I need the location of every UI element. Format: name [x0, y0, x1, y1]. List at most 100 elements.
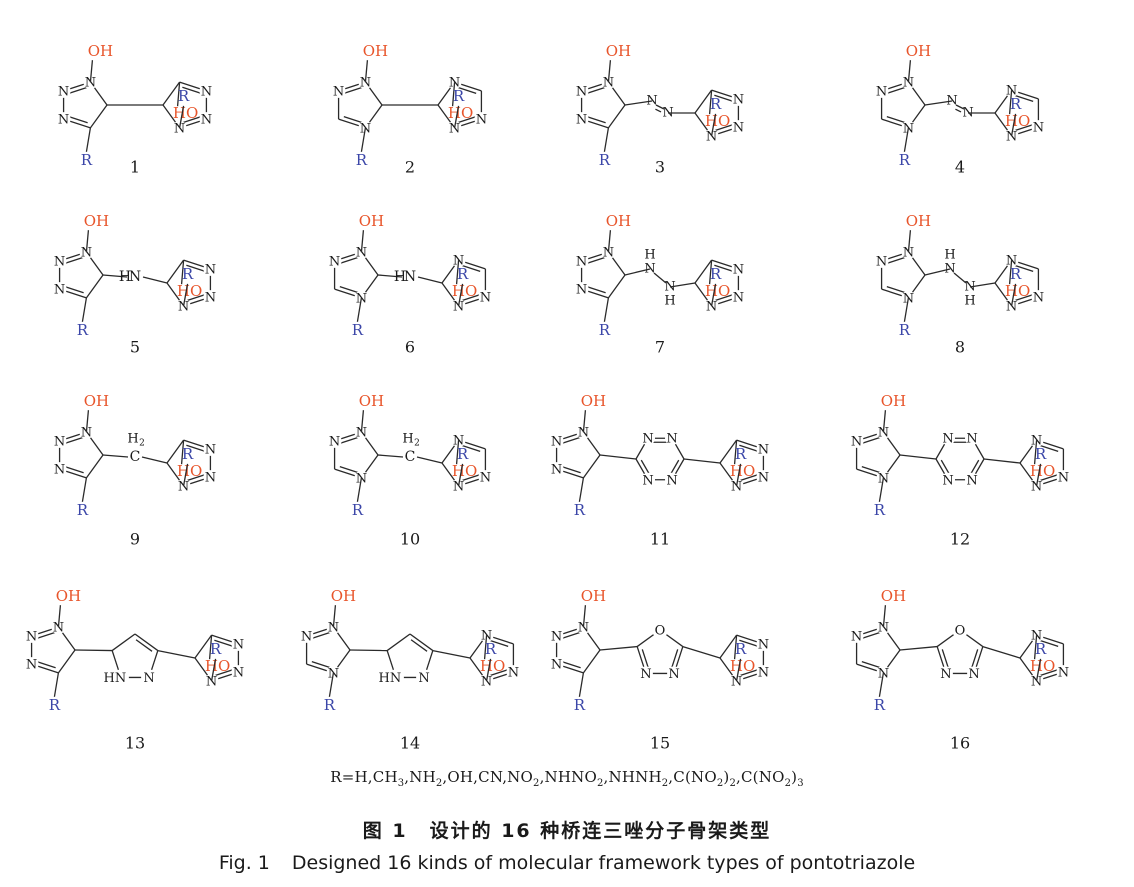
triazole-ring-bond — [162, 81, 181, 106]
hydrazo-nitrogen-label: N — [944, 262, 955, 277]
substituent-r-label: R — [352, 501, 364, 519]
atom-mask — [901, 120, 916, 135]
atom-mask — [327, 253, 342, 268]
double-bond-line — [489, 668, 509, 677]
oxadiazole-oxygen-label: O — [955, 624, 966, 639]
oh-bond — [607, 230, 612, 253]
atom-mask — [24, 657, 39, 672]
hydroxyl-label: HO — [1005, 112, 1030, 130]
structure-number-label: 3 — [655, 158, 665, 177]
caption-zh-text: 设计的 16 种桥连三唑分子骨架类型 — [429, 820, 772, 842]
double-bond-line — [64, 285, 84, 294]
atom-mask — [299, 628, 314, 643]
atom-mask — [731, 290, 746, 305]
structure-number-label: 9 — [130, 530, 140, 549]
substituent-r-label: R — [324, 696, 336, 714]
nitrogen-atom-label: N — [329, 434, 340, 449]
double-bond-line — [739, 444, 759, 453]
r-bond — [735, 463, 742, 486]
triazole-ring-bond — [89, 104, 108, 129]
oxadiazole-nitrogen-label: N — [668, 667, 679, 682]
nitrogen-atom-label: N — [578, 426, 589, 441]
tetrazine-nitrogen-label: N — [966, 473, 977, 488]
nitrogen-atom-label: N — [1033, 291, 1044, 306]
substituent-r-label: R — [210, 640, 222, 658]
double-bond-line — [941, 649, 950, 669]
triazole-ring-bond — [719, 634, 738, 659]
double-bond-line — [561, 631, 581, 640]
hydroxyl-label: HO — [480, 657, 505, 675]
oh-bond — [364, 60, 369, 83]
nitrogen-atom-label: N — [706, 299, 717, 314]
substituent-r-label: R — [352, 321, 364, 339]
structure-16: NNNOHRNNNHORONN16 — [849, 587, 1071, 753]
pyrazole-bond — [409, 633, 434, 652]
double-bond-line — [186, 473, 206, 482]
nitrogen-atom-label: N — [576, 84, 587, 99]
double-bond-line — [1014, 264, 1034, 273]
atom-mask — [231, 636, 246, 651]
nitrogen-atom-label: N — [360, 76, 371, 91]
double-bond-line — [64, 465, 84, 474]
oh-bond — [360, 230, 365, 253]
atom-mask — [941, 472, 955, 487]
substituent-r-label: R — [485, 640, 497, 658]
bridge-bond — [899, 454, 937, 460]
nitrogen-atom-label: N — [201, 113, 212, 128]
oh-bond — [57, 605, 62, 628]
oh-bond — [733, 635, 738, 660]
double-bond-line — [714, 293, 734, 302]
bridge-bond — [157, 649, 196, 659]
bridge-bond — [102, 454, 129, 458]
oh-bond — [332, 605, 337, 628]
triazole-ring-bond — [694, 259, 713, 284]
double-bond-line — [669, 459, 680, 475]
caption-en-text: Designed 16 kinds of molecular framework… — [291, 852, 916, 874]
hydrazo-nitrogen-label: N — [644, 262, 655, 277]
caption-zh-label: 图 1 — [362, 820, 408, 842]
atom-mask — [231, 665, 246, 680]
atom-mask — [1056, 470, 1071, 485]
nitrogen-atom-label: N — [54, 463, 65, 478]
atom-mask — [938, 666, 953, 681]
triazole-ring-bond — [166, 259, 185, 284]
substituent-r-label: R — [574, 696, 586, 714]
r-bond — [878, 477, 885, 502]
nitrogen-atom-label: N — [876, 254, 887, 269]
atom-mask — [52, 282, 67, 297]
substituent-definition: R=H,CH3,NH2,OH,CN,NO2,NHNO2,NHNH2,C(NO2)… — [0, 768, 1134, 789]
double-bond-line — [461, 264, 481, 273]
substituent-r-label: R — [178, 87, 190, 105]
double-bond-line — [739, 473, 759, 482]
substituent-r-label: R — [735, 640, 747, 658]
nitrogen-atom-label: N — [1031, 674, 1042, 689]
double-bond-line — [561, 660, 581, 669]
double-bond-line — [714, 94, 734, 103]
double-bond-line — [64, 436, 84, 445]
structure-number-label: 14 — [400, 734, 420, 753]
double-bond-line — [861, 436, 881, 445]
substituent-r-label: R — [599, 321, 611, 339]
oh-bond — [907, 230, 912, 253]
atom-mask — [203, 470, 218, 485]
hydroxyl-label: HO — [1005, 282, 1030, 300]
substituent-r-label: R — [1035, 445, 1047, 463]
triazole-ring-bond — [694, 89, 713, 114]
atom-mask — [638, 666, 653, 681]
triazole-ring-bond — [166, 439, 185, 464]
bridge-bond — [599, 645, 638, 651]
r-bond — [710, 113, 717, 136]
atom-mask — [756, 470, 771, 485]
nitrogen-atom-label: N — [206, 674, 217, 689]
double-bond-line — [670, 649, 679, 669]
nitrogen-atom-label: N — [81, 246, 92, 261]
nitrogen-atom-label: N — [706, 129, 717, 144]
structure-4: NNNOHRNNNHORNN4 — [874, 42, 1046, 177]
substituent-r-label: R — [710, 265, 722, 283]
double-bond-line — [68, 115, 88, 124]
pyrazole-nh-label: HN — [104, 671, 127, 686]
structure-8: NNNOHRNNNHORNHNH8 — [874, 212, 1046, 357]
bridge-bond — [349, 649, 388, 652]
